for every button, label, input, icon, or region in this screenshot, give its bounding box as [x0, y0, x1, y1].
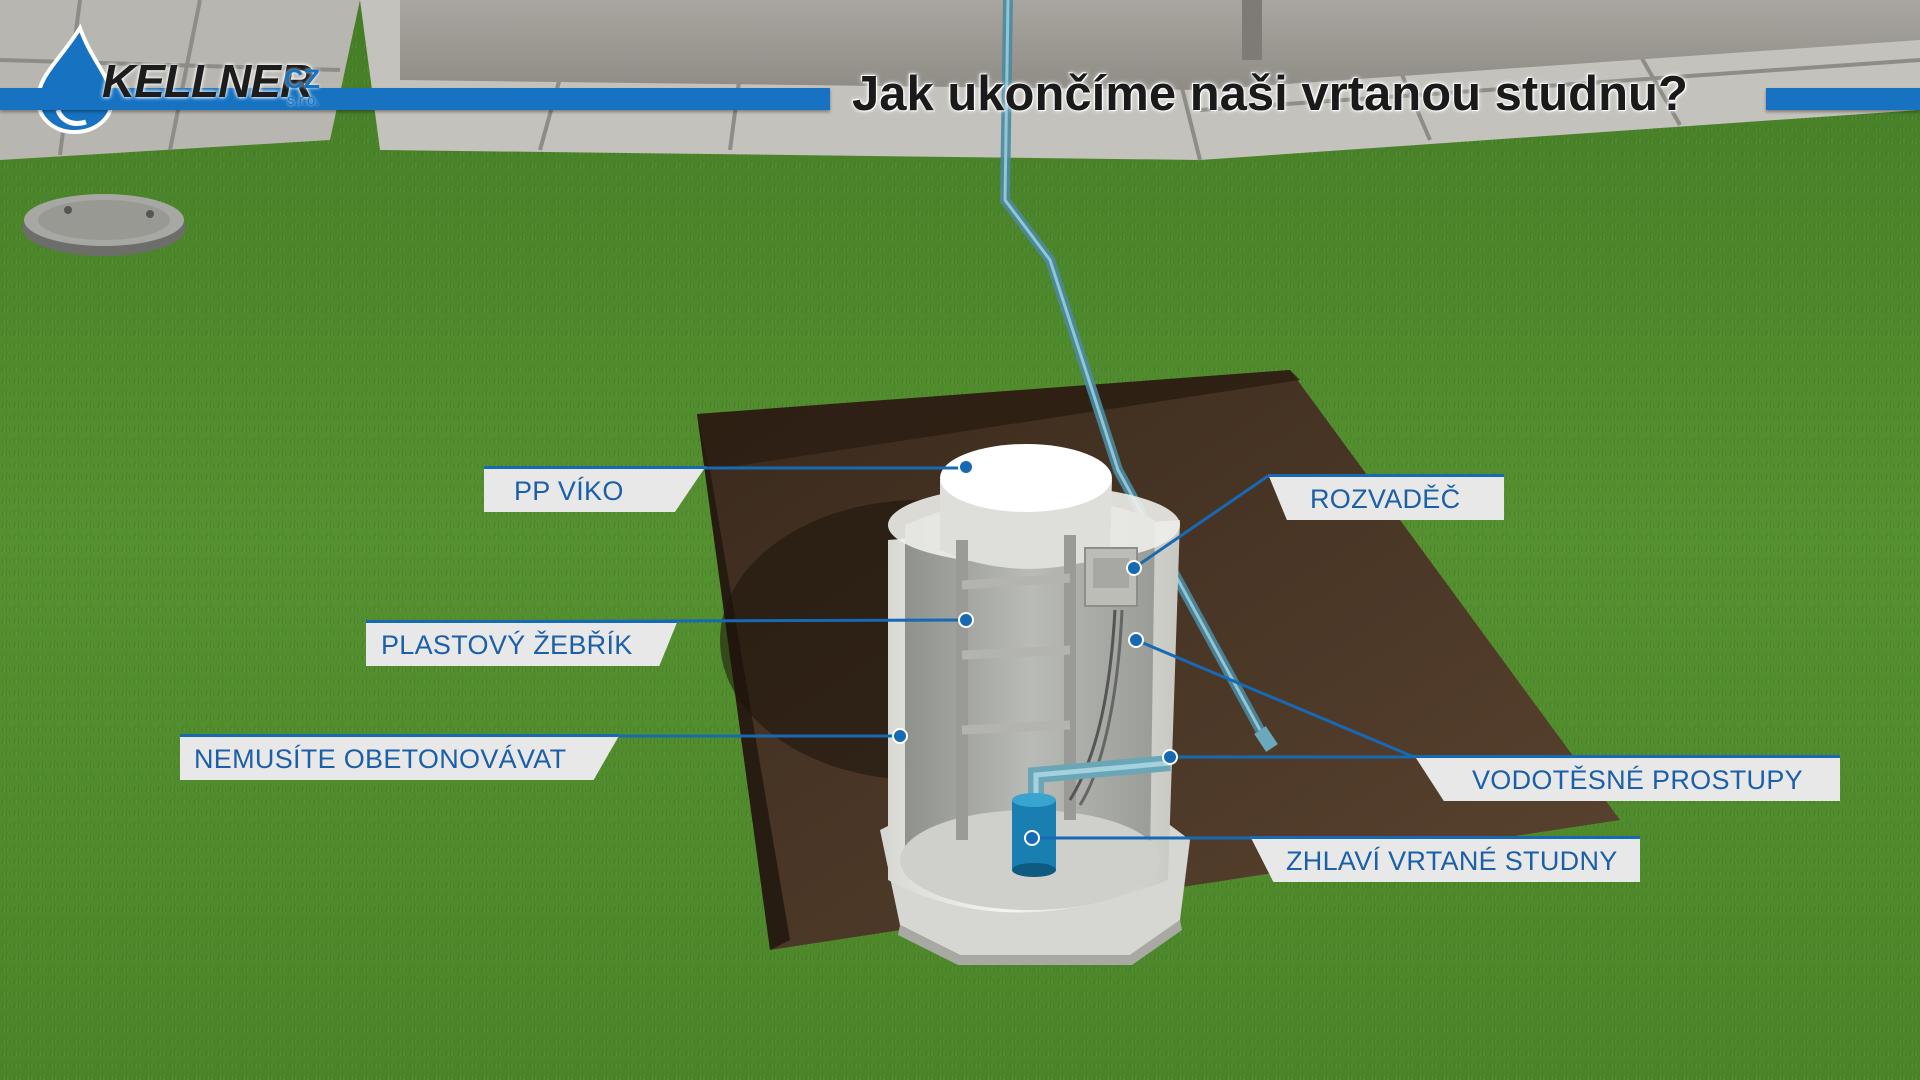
label-switchboard: ROZVADĚČ — [1268, 474, 1504, 520]
label-pp-cover-text: PP VÍKO — [514, 476, 624, 506]
logo-name: KELLNER — [102, 55, 313, 107]
label-pp-cover: PP VÍKO — [484, 466, 706, 512]
manhole-cover — [22, 194, 186, 256]
well-shaft — [880, 444, 1190, 965]
house-wall — [400, 0, 1920, 90]
label-no-concrete: NEMUSÍTE OBETONOVÁVAT — [180, 734, 620, 780]
kellner-logo: KELLNER CZ s.r.o. — [30, 24, 330, 114]
logo-suffix: CZ — [284, 64, 320, 94]
title-bar-left — [0, 88, 830, 110]
label-watertight-seals-text: VODOTĚSNÉ PROSTUPY — [1472, 765, 1803, 795]
label-wellhead: ZHLAVÍ VRTANÉ STUDNY — [1250, 836, 1640, 882]
label-switchboard-text: ROZVADĚČ — [1310, 484, 1461, 514]
label-plastic-ladder-text: PLASTOVÝ ŽEBŘÍK — [381, 630, 633, 660]
logo-legal: s.r.o. — [287, 92, 320, 109]
page-title: Jak ukončíme naši vrtanou studnu? — [852, 67, 1688, 121]
label-no-concrete-text: NEMUSÍTE OBETONOVÁVAT — [194, 744, 567, 774]
title-bar-right — [1766, 88, 1920, 110]
label-plastic-ladder: PLASTOVÝ ŽEBŘÍK — [366, 620, 678, 666]
callout-dots — [892, 459, 1178, 846]
label-wellhead-text: ZHLAVÍ VRTANÉ STUDNY — [1286, 846, 1618, 876]
label-watertight-seals: VODOTĚSNÉ PROSTUPY — [1414, 755, 1840, 801]
